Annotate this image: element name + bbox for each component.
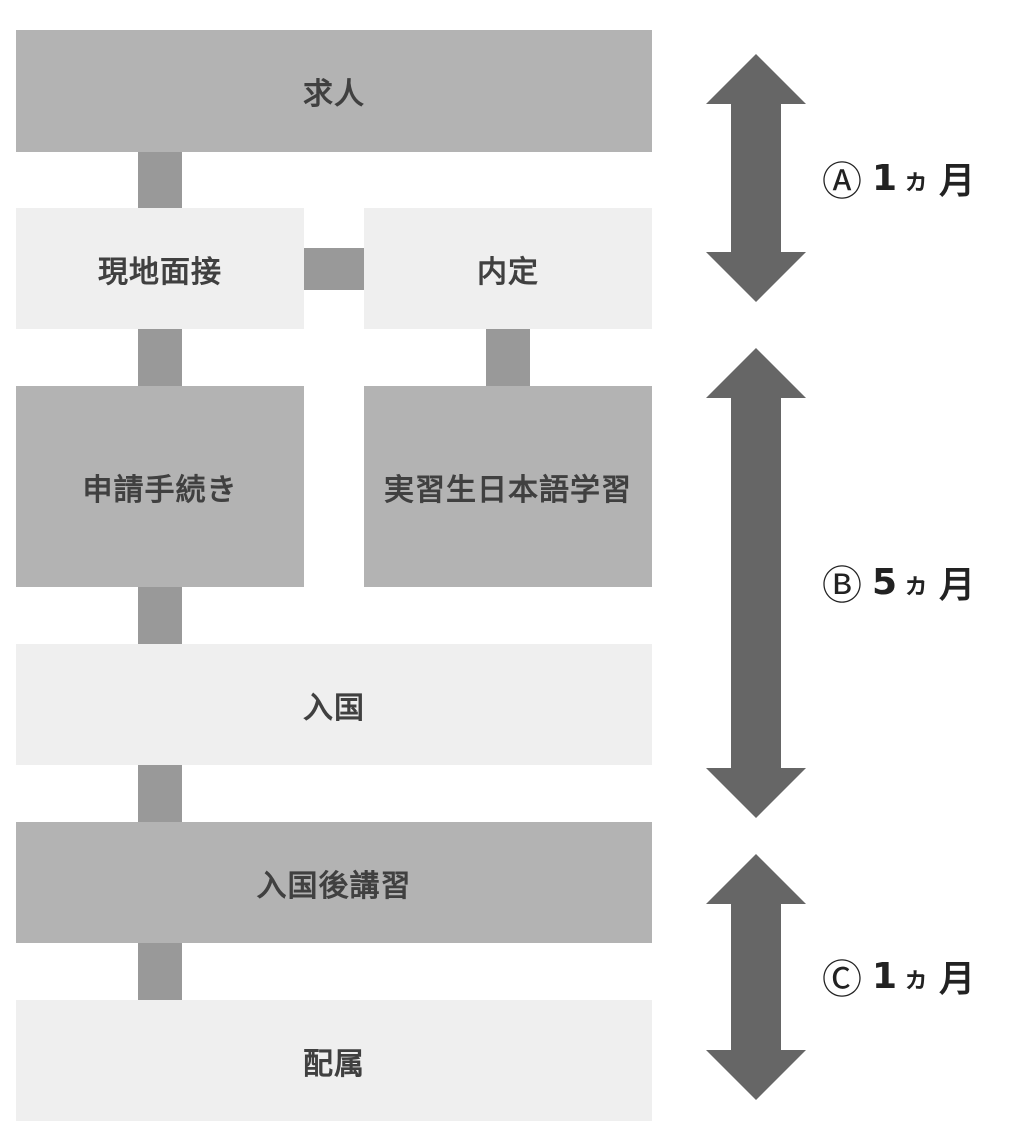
step-kyujin: 求人 [16,30,652,152]
step-haizoku: 配属 [16,1000,652,1121]
duration-a-label: Ⓐ 1 ヵ 月 [822,152,976,206]
duration-a-number: 1 [872,157,898,199]
duration-b-counter: ヵ [903,569,930,600]
duration-b-number: 5 [872,561,898,603]
double-arrow-a [706,54,806,302]
step-koshu: 入国後講習 [16,822,652,943]
duration-c-counter: ヵ [903,963,930,994]
double-arrow-c [706,854,806,1100]
duration-a-counter: ヵ [903,165,930,196]
duration-a-mark: Ⓐ [822,159,862,205]
step-mensetsu: 現地面接 [16,208,304,329]
connector-kyujin-mensetsu [138,151,182,209]
duration-c-mark: Ⓒ [822,957,862,1003]
duration-c-number: 1 [872,955,898,997]
duration-b-label: Ⓑ 5 ヵ 月 [822,556,976,610]
duration-c-label: Ⓒ 1 ヵ 月 [822,950,976,1004]
duration-b-mark: Ⓑ [822,563,862,609]
connector-mensetsu-naitei [302,248,365,290]
connector-naitei-gakushu [486,328,530,387]
duration-a-unit: 月 [939,161,976,202]
step-gakushu: 実習生日本語学習 [364,386,652,587]
double-arrow-b [706,348,806,818]
connector-shinsei-nyukoku [138,586,182,645]
step-naitei: 内定 [364,208,652,329]
duration-b-unit: 月 [939,565,976,606]
connector-mensetsu-shinsei [138,328,182,387]
duration-c-unit: 月 [939,959,976,1000]
step-shinsei: 申請手続き [16,386,304,587]
connector-nyukoku-koshu [138,764,182,823]
step-nyukoku: 入国 [16,644,652,765]
connector-koshu-haizoku [138,942,182,1001]
